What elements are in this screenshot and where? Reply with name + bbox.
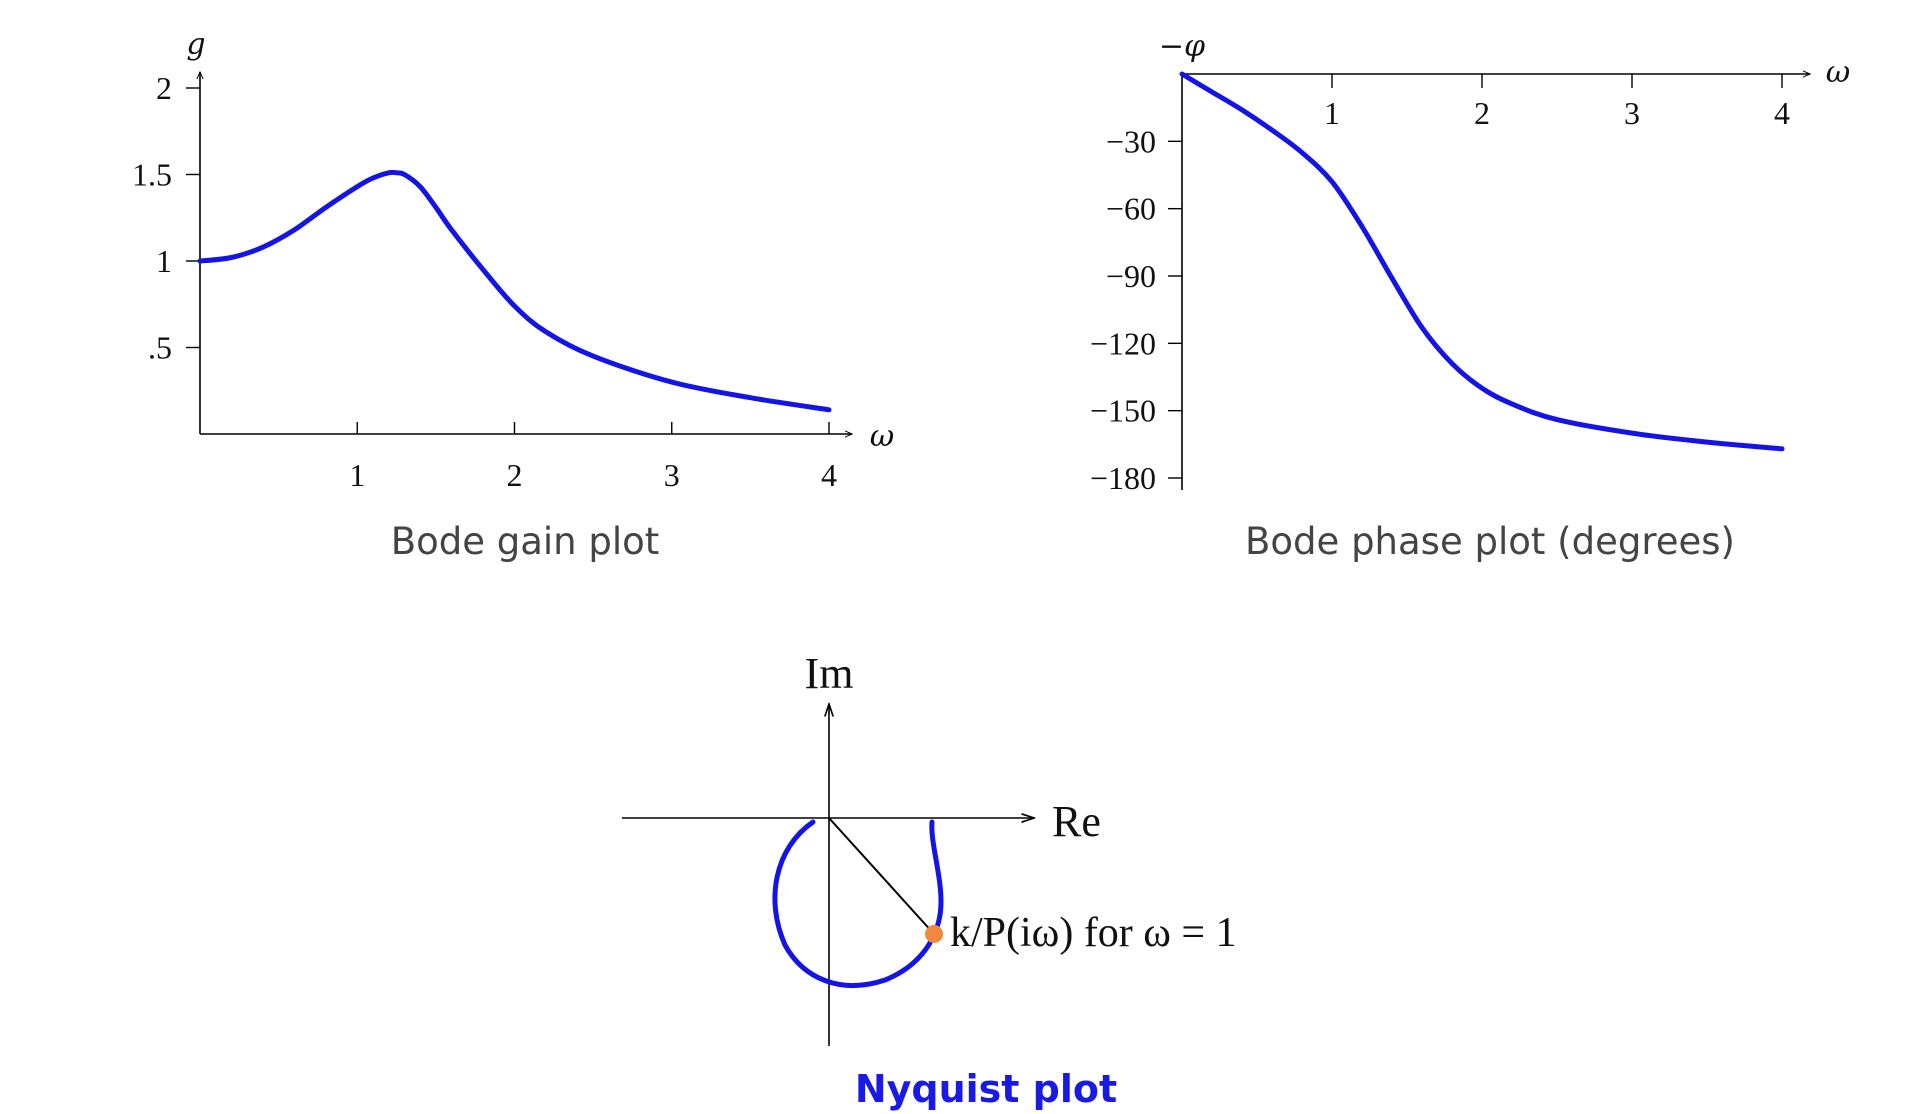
phase-ticks: 1 2 3 4 −30 −60 −90 −120 −150 −180 bbox=[1090, 74, 1790, 496]
phase-x-tick-label: 1 bbox=[1324, 95, 1340, 131]
gain-y-tick-label: 1 bbox=[156, 243, 172, 279]
gain-y-tick-label: .5 bbox=[148, 330, 172, 366]
phase-y-axis-label: −φ bbox=[1159, 29, 1205, 64]
gain-curve bbox=[197, 169, 832, 413]
gain-y-tick-label: 1.5 bbox=[132, 157, 172, 193]
phase-y-tick-label: −120 bbox=[1090, 325, 1156, 361]
phase-y-tick-label: −60 bbox=[1106, 191, 1156, 227]
phase-y-tick-label: −30 bbox=[1106, 123, 1156, 159]
phase-y-tick-label: −180 bbox=[1090, 460, 1156, 496]
phase-x-tick-label: 3 bbox=[1624, 95, 1640, 131]
phase-y-tick-label: −90 bbox=[1106, 258, 1156, 294]
gain-y-tick-label: 2 bbox=[156, 70, 172, 106]
gain-x-tick-label: 3 bbox=[664, 457, 680, 493]
gain-x-tick-label: 2 bbox=[507, 457, 523, 493]
gain-plot-caption: Bode gain plot bbox=[391, 520, 660, 563]
phase-x-tick-label: 4 bbox=[1774, 95, 1790, 131]
gain-x-tick-label: 4 bbox=[821, 457, 837, 493]
phase-plot-caption: Bode phase plot (degrees) bbox=[1245, 520, 1735, 563]
nyquist-re-label: Re bbox=[1052, 797, 1101, 846]
phase-y-tick-label: −150 bbox=[1090, 393, 1156, 429]
phase-x-axis-label: ω bbox=[1826, 55, 1850, 90]
bode-phase-chart: 1 2 3 4 −30 −60 −90 −120 −150 −180 −φ ω Bode phas… bbox=[1090, 29, 1850, 563]
phase-x-tick-label: 2 bbox=[1474, 95, 1490, 131]
nyquist-plot-caption: Nyquist plot bbox=[855, 1067, 1117, 1111]
nyquist-curve bbox=[772, 819, 944, 988]
phase-curve bbox=[1179, 71, 1785, 452]
nyquist-im-label: Im bbox=[805, 649, 854, 698]
nyquist-annotation: k/P(iω) for ω = 1 bbox=[950, 910, 1237, 956]
bode-gain-chart: 1 2 3 4 .5 1 1.5 2 g ω Bode gain plot bbox=[132, 27, 894, 563]
gain-x-tick-label: 1 bbox=[349, 457, 365, 493]
gain-x-axis-label: ω bbox=[870, 419, 894, 454]
nyquist-point-marker bbox=[925, 925, 943, 943]
nyquist-radius-line bbox=[828, 817, 935, 935]
gain-ticks: 1 2 3 4 .5 1 1.5 2 bbox=[132, 70, 837, 493]
gain-y-axis-label: g bbox=[186, 27, 205, 62]
nyquist-chart: Im Re k/P(iω) for ω = 1 Nyquist plot bbox=[622, 649, 1237, 1111]
